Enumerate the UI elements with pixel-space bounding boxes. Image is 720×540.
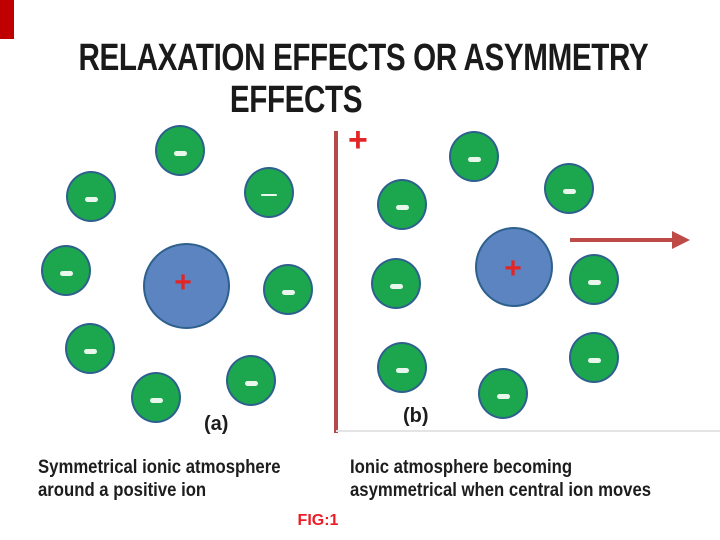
diagram-a-caption-line1: Symmetrical ionic atmosphere — [38, 457, 281, 478]
slide-title-line1: RELAXATION EFFECTS OR ASYMMETRY — [78, 37, 649, 79]
central-positive-ion: + — [475, 227, 553, 307]
negative-ion — [449, 130, 499, 182]
diagram-a-label: (a) — [204, 413, 229, 435]
minus-sign — [496, 393, 510, 399]
minus-sign — [173, 150, 187, 156]
negative-ion — [569, 253, 619, 305]
negative-ion — [569, 331, 619, 383]
motion-arrow-shaft — [570, 238, 673, 242]
negative-ion — [41, 244, 91, 296]
negative-ion — [544, 162, 594, 214]
negative-ion — [478, 367, 528, 419]
slide-title-line2: EFFECTS — [229, 79, 363, 121]
negative-ion — [131, 371, 181, 423]
negative-ion — [371, 257, 421, 309]
diagram-a-caption-line2: around a positive ion — [38, 480, 207, 501]
electrode-plus-sign: + — [348, 121, 368, 159]
minus-sign — [261, 193, 277, 197]
minus-sign — [389, 283, 403, 289]
negative-ion — [377, 178, 427, 230]
diagram-b-caption-line2: asymmetrical when central ion moves — [350, 480, 652, 501]
plus-sign: + — [504, 252, 522, 285]
negative-ion — [263, 263, 313, 315]
minus-sign — [59, 270, 73, 276]
minus-sign — [587, 279, 601, 285]
negative-ion — [244, 166, 294, 218]
negative-ion — [65, 322, 115, 374]
motion-arrow-head-icon — [672, 231, 690, 249]
diagram-b-caption-line1: Ionic atmosphere becoming — [350, 457, 573, 478]
diagram-b-label: (b) — [403, 405, 429, 427]
divider-line — [334, 131, 338, 433]
minus-sign — [281, 289, 295, 295]
minus-sign — [83, 348, 97, 354]
negative-ion — [377, 341, 427, 393]
minus-sign — [562, 188, 576, 194]
diagram-b-caption: Ionic atmosphere becoming asymmetrical w… — [350, 456, 651, 502]
central-positive-ion: + — [142, 243, 230, 329]
diagram-a-caption: Symmetrical ionic atmosphere around a po… — [38, 456, 281, 502]
minus-sign — [395, 204, 409, 210]
negative-ion — [226, 354, 276, 406]
negative-ion — [155, 124, 205, 176]
corner-mark — [0, 0, 14, 39]
plus-sign: + — [174, 266, 192, 299]
figure-label: FIG:1 — [297, 512, 339, 529]
minus-sign — [587, 357, 601, 363]
minus-sign — [467, 156, 481, 162]
negative-ion — [66, 170, 116, 222]
minus-sign — [244, 380, 258, 386]
minus-sign — [149, 397, 163, 403]
minus-sign — [395, 367, 409, 373]
diagram-b-bottom-edge — [336, 430, 720, 432]
minus-sign — [84, 196, 98, 202]
